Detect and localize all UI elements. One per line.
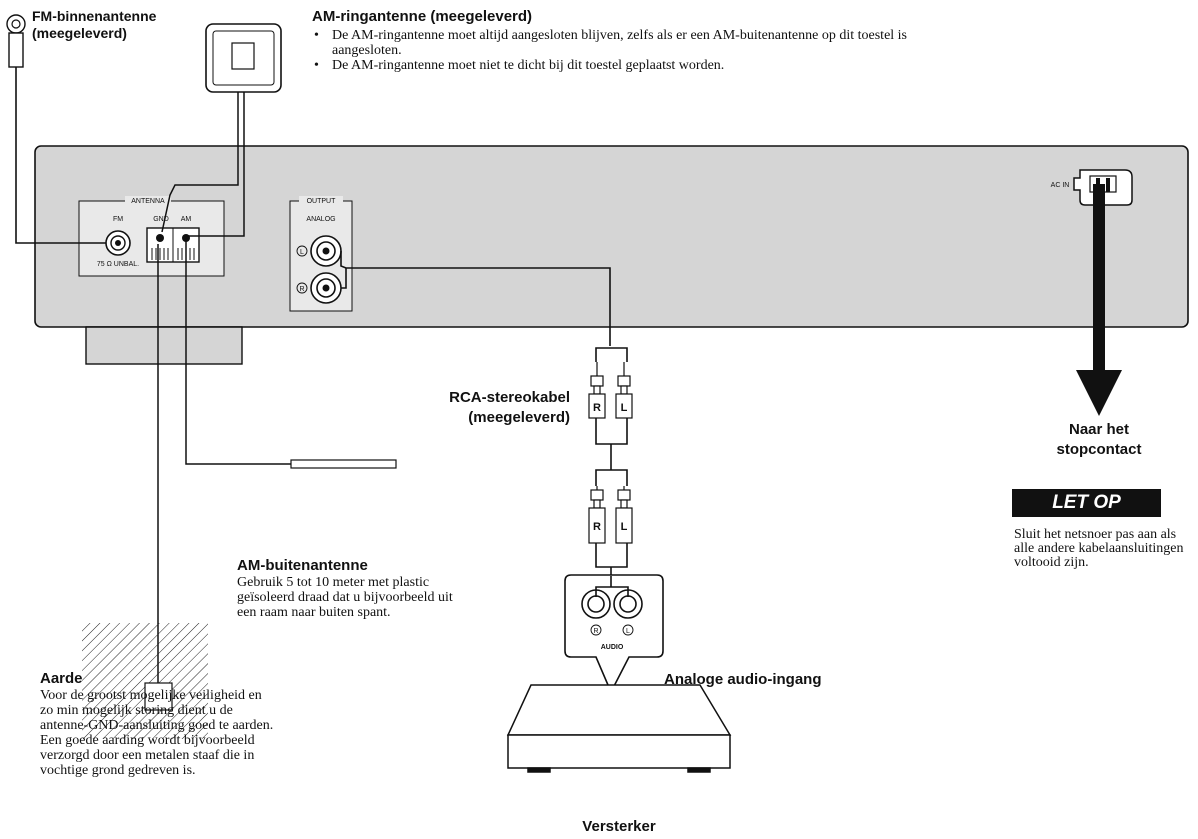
am-outdoor-wire [290,459,397,469]
power-outlet-label-line2: stopcontact [1056,441,1142,458]
plug-l-label-upper: L [621,402,628,414]
fm-impedance-label: 75 Ω UNBAL. [97,261,139,268]
plug-l-label-lower: L [621,521,628,533]
am-loop-title: AM-ringantenne (meegeleverd) [312,8,533,25]
power-outlet-label: Naar het stopcontact [1024,420,1174,460]
ground-text: Voor de grootst mogelijke veiligheid en … [40,688,274,778]
fm-antenna-title-line1: FM-binnenantenne [32,8,157,24]
amp-l-marker: L [626,628,630,635]
antenna-label: ANTENNA [131,198,165,205]
plug-r-label-lower: R [593,521,601,533]
output-label: OUTPUT [307,198,337,205]
rca-plug-pair-upper [588,362,633,419]
amp-r-marker: R [593,628,598,635]
caution-heading: LET OP [1012,489,1161,517]
power-arrow [1076,370,1122,416]
rca-cable-label: RCA-stereokabel (meegeleverd) [392,388,570,428]
output-r-marker: R [299,286,304,293]
amplifier-input-callout [564,574,664,694]
fm-antenna-title: FM-binnenantenne (meegeleverd) [32,8,156,42]
caution-text: Sluit het netsnoer pas aan als alle ande… [1014,527,1184,570]
fm-indoor-antenna-icon [6,14,26,68]
am-loop-section: AM-ringantenne (meegeleverd) De AM-ringa… [312,8,972,73]
output-l-marker: L [300,249,304,256]
ground-hatch-area [82,623,208,739]
fm-antenna-title-line2: (meegeleverd) [32,25,127,41]
rca-cable-label-line1: RCA-stereokabel [449,389,570,406]
amplifier-icon [506,684,732,773]
power-cord [1093,184,1105,374]
fm-terminal-label: FM [113,216,123,223]
ac-in-label: AC IN [1051,182,1070,189]
plug-r-label-upper: R [593,402,601,414]
gnd-terminal-label: GND [153,216,169,223]
audio-label: AUDIO [601,644,624,651]
unit-stand [85,326,243,365]
ground-title: Aarde [40,670,83,687]
rca-cable-label-line2: (meegeleverd) [468,409,570,426]
am-loop-bullet-1: De AM-ringantenne moet altijd aangeslote… [312,28,972,58]
am-loop-bullets: De AM-ringantenne moet altijd aangeslote… [312,28,972,73]
am-loop-antenna-icon [205,23,282,93]
am-terminal-label: AM [181,216,192,223]
power-outlet-label-line1: Naar het [1068,421,1130,438]
amplifier-input-label: Analoge audio-ingang [664,671,822,688]
am-outdoor-title: AM-buitenantenne [237,557,368,574]
analog-label: ANALOG [306,216,335,223]
ground-section: Aarde Voor de grootst mogelijke veilighe… [40,670,276,778]
am-outdoor-section: AM-buitenantenne Gebruik 5 tot 10 meter … [237,557,459,620]
ground-stake [144,682,173,711]
amplifier-name: Versterker [582,818,656,835]
am-loop-bullet-2: De AM-ringantenne moet niet te dicht bij… [312,58,972,73]
rca-plug-pair-lower [588,486,633,544]
am-outdoor-text: Gebruik 5 tot 10 meter met plastic geïso… [237,575,453,620]
